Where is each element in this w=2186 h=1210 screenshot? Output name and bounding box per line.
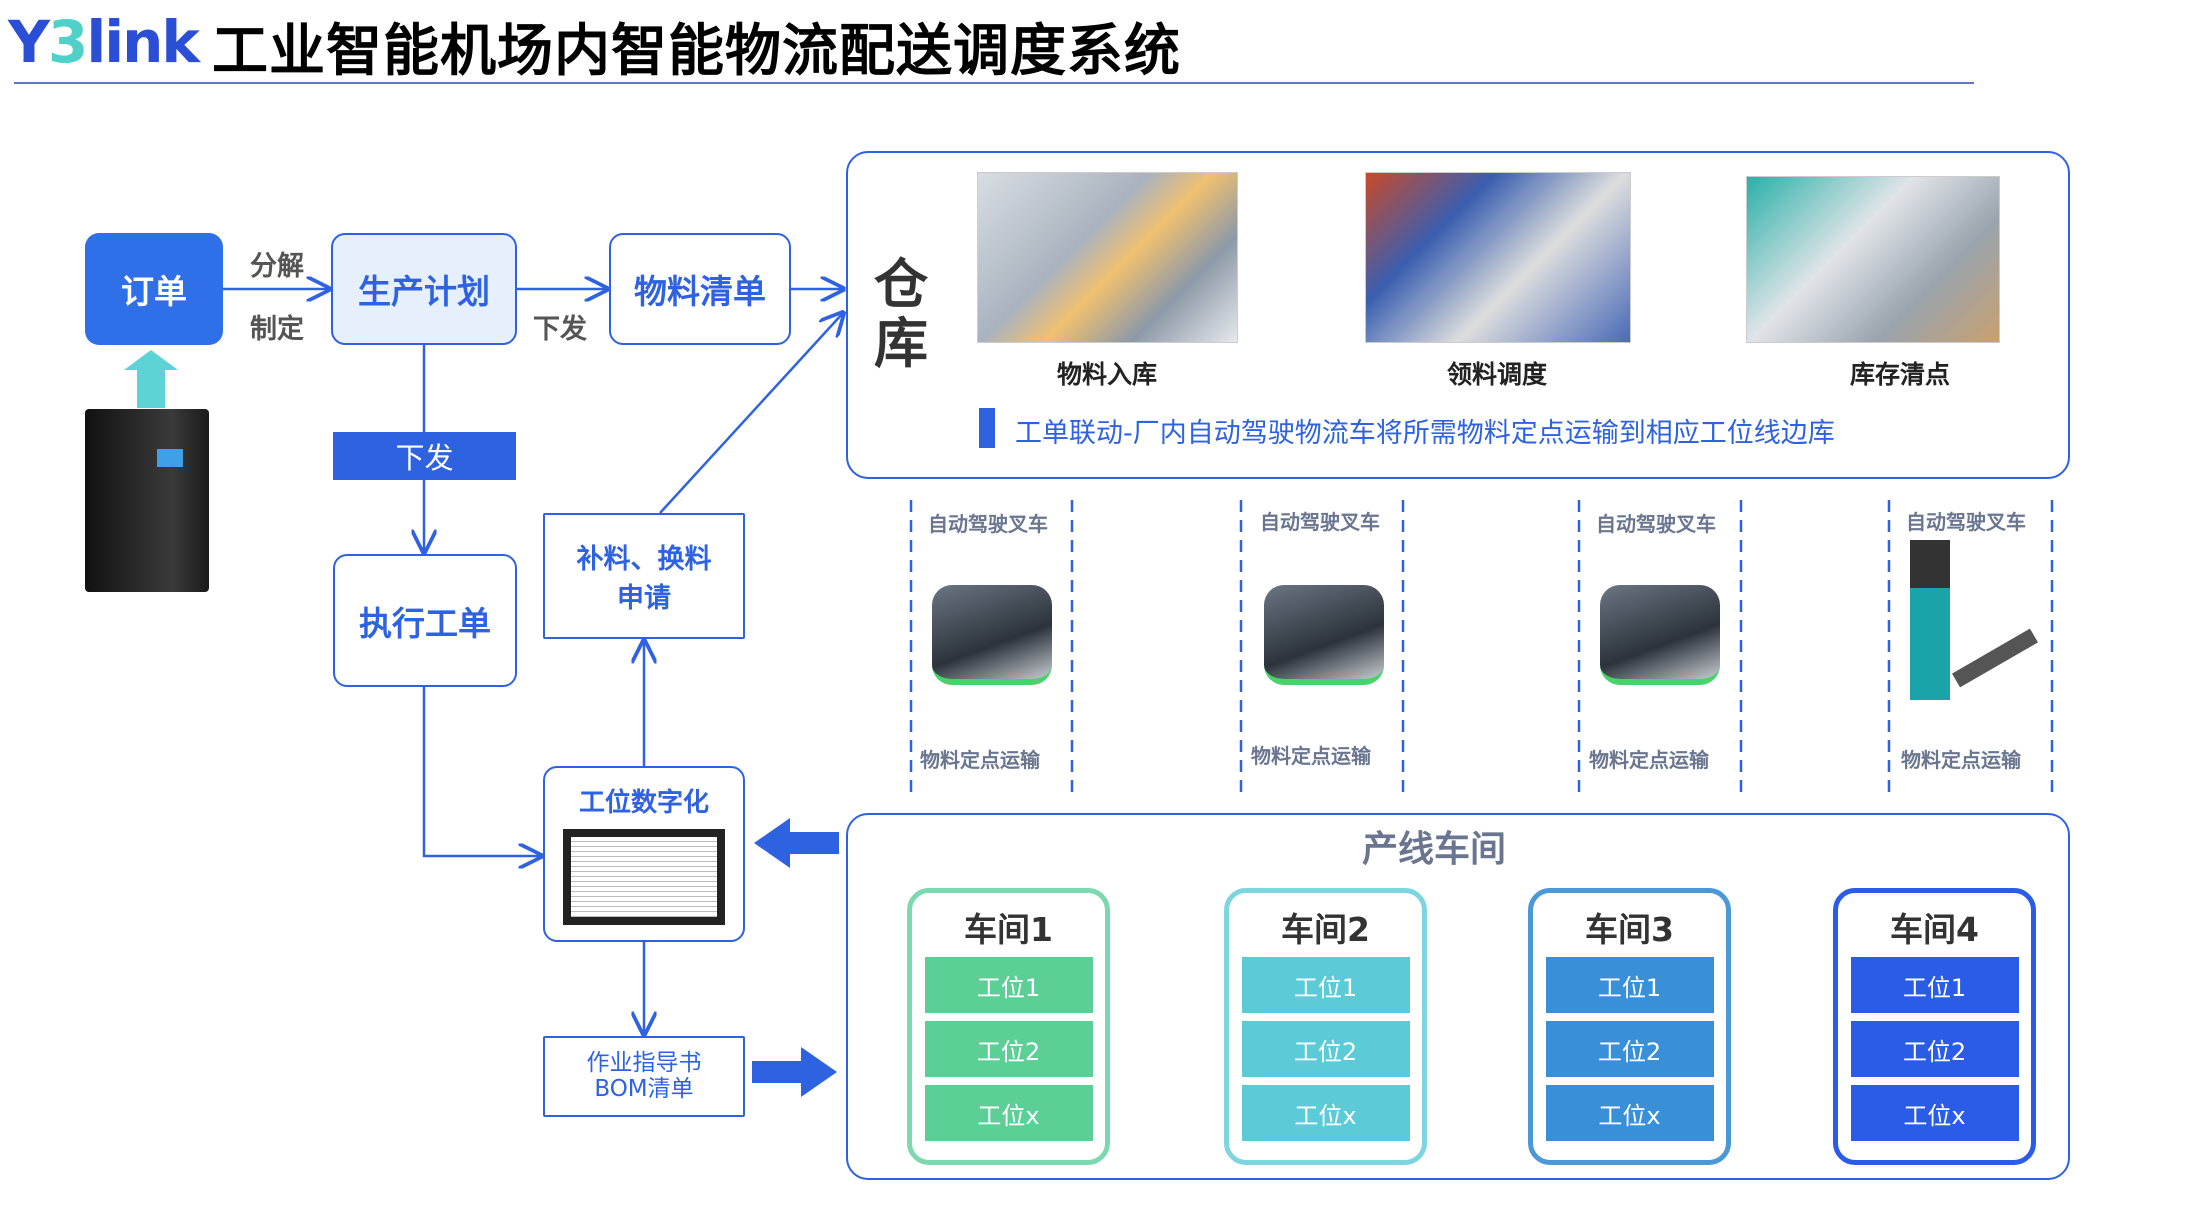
- issue-label: 下发: [533, 314, 587, 345]
- workstation[interactable]: 工位2: [1850, 1021, 2019, 1077]
- image-label: 库存清点: [1850, 360, 1951, 389]
- workstation[interactable]: 工位2: [1241, 1021, 1410, 1077]
- inventory-count-image: [1746, 176, 2000, 343]
- left-arrow-icon: [754, 818, 839, 868]
- transport-label: 物料定点运输: [1251, 744, 1371, 768]
- workshop-3: 车间3 工位1 工位2 工位x: [1528, 888, 1731, 1165]
- workshop-4: 车间4 工位1 工位2 工位x: [1833, 888, 2036, 1165]
- agv-icon: [932, 585, 1052, 685]
- workstation[interactable]: 工位2: [1545, 1021, 1714, 1077]
- station-digital-label: 工位数字化: [578, 788, 709, 818]
- logo: Y3link: [8, 8, 200, 76]
- transport-label: 物料定点运输: [1589, 748, 1709, 772]
- formulate-label: 制定: [250, 314, 304, 345]
- workstation[interactable]: 工位x: [924, 1085, 1093, 1141]
- picking-dispatch-image: [1365, 172, 1631, 343]
- agv-icon: [1264, 585, 1384, 685]
- logo-y: Y: [8, 8, 50, 76]
- workshop-name: 车间4: [1890, 910, 1979, 949]
- image-label: 领料调度: [1447, 360, 1548, 389]
- server-cabinet-icon: [85, 409, 209, 592]
- logo-3: 3: [48, 8, 88, 76]
- workstation[interactable]: 工位1: [924, 957, 1093, 1013]
- vehicle-label: 自动驾驶叉车: [928, 512, 1048, 536]
- monitor-icon: [563, 829, 725, 925]
- workstation[interactable]: 工位1: [1545, 957, 1714, 1013]
- note-bar: [979, 408, 995, 448]
- transport-label: 物料定点运输: [1901, 748, 2021, 772]
- production-title: 产线车间: [1362, 829, 1507, 870]
- workshop-2: 车间2 工位1 工位2 工位x: [1224, 888, 1427, 1165]
- execute-order-box[interactable]: 执行工单: [333, 554, 517, 687]
- production-panel: [846, 813, 2070, 1180]
- station-digital-box[interactable]: 工位数字化: [543, 766, 745, 942]
- workstation[interactable]: 工位1: [1241, 957, 1410, 1013]
- decompose-label: 分解: [250, 251, 304, 282]
- page-title: 工业智能机场内智能物流配送调度系统: [212, 19, 1181, 84]
- image-label: 物料入库: [1057, 360, 1158, 389]
- issue-bar: 下发: [333, 432, 516, 480]
- workshop-1: 车间1 工位1 工位2 工位x: [907, 888, 1110, 1165]
- forklift-icon: [1910, 540, 2038, 700]
- order-box[interactable]: 订单: [85, 233, 223, 345]
- production-plan-box[interactable]: 生产计划: [331, 233, 517, 345]
- workstation[interactable]: 工位x: [1850, 1085, 2019, 1141]
- warehouse-title: 仓库: [874, 253, 928, 376]
- logo-link: link: [86, 8, 200, 76]
- vehicle-label: 自动驾驶叉车: [1596, 512, 1716, 536]
- agv-icon: [1600, 585, 1720, 685]
- material-inbound-image: [977, 172, 1238, 343]
- vehicle-label: 自动驾驶叉车: [1906, 510, 2026, 534]
- bom-box[interactable]: 物料清单: [609, 233, 791, 345]
- right-arrow-icon: [752, 1047, 837, 1097]
- replenish-request-box[interactable]: 补料、换料申请: [543, 513, 745, 639]
- warehouse-panel: [846, 151, 2070, 479]
- header-divider: [14, 82, 1974, 84]
- workstation[interactable]: 工位2: [924, 1021, 1093, 1077]
- transport-label: 物料定点运输: [920, 748, 1040, 772]
- up-arrow-icon: [124, 350, 178, 408]
- workstation[interactable]: 工位1: [1850, 957, 2019, 1013]
- warehouse-note: 工单联动-厂内自动驾驶物流车将所需物料定点运输到相应工位线边库: [1015, 418, 1835, 449]
- workshop-name: 车间3: [1585, 910, 1674, 949]
- workstation[interactable]: 工位x: [1241, 1085, 1410, 1141]
- workstation[interactable]: 工位x: [1545, 1085, 1714, 1141]
- workshop-name: 车间1: [964, 910, 1053, 949]
- workshop-name: 车间2: [1281, 910, 1370, 949]
- work-guide-box[interactable]: 作业指导书 BOM清单: [543, 1036, 745, 1117]
- vehicle-label: 自动驾驶叉车: [1260, 510, 1380, 534]
